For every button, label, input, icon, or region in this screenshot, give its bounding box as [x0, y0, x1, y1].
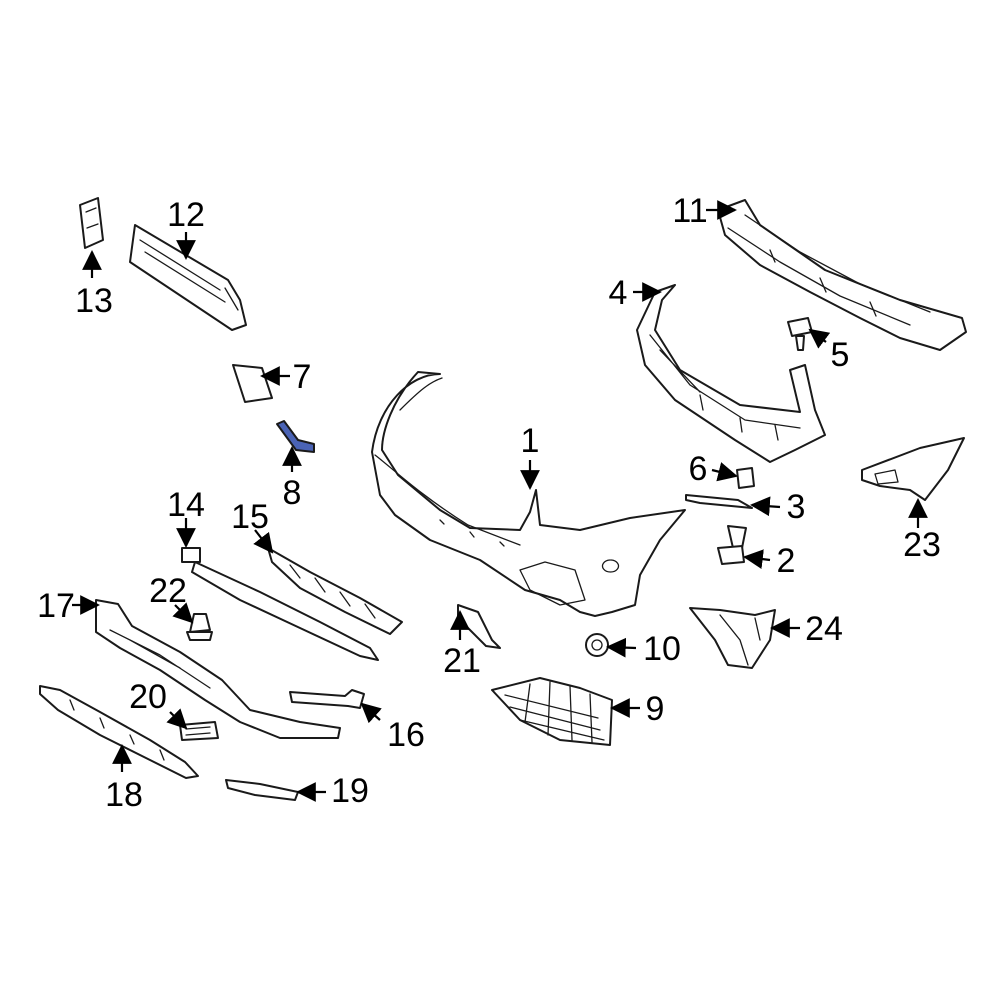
callout-24: 24 [805, 610, 843, 648]
part-23-side-bracket[interactable] [861, 437, 965, 501]
part-8-bracket-highlighted[interactable] [276, 420, 315, 453]
callout-15: 15 [231, 498, 269, 536]
callout-4: 4 [609, 274, 628, 312]
callout-16: 16 [387, 716, 425, 754]
callout-7: 7 [293, 358, 312, 396]
part-6-clip-nut[interactable] [736, 467, 755, 489]
part-14-lower-trim-strip[interactable] [181, 547, 379, 661]
part-3-trim-strip[interactable] [685, 494, 753, 509]
part-9-grille[interactable] [491, 677, 613, 746]
callout-numbers: 1 2 3 4 5 6 7 8 9 10 11 12 13 14 15 16 1… [37, 192, 941, 814]
callout-5: 5 [831, 336, 850, 374]
callout-23: 23 [903, 526, 941, 564]
part-4-support-rail[interactable] [636, 284, 826, 463]
part-2-push-rivet[interactable] [717, 525, 747, 565]
callout-6: 6 [689, 450, 708, 488]
callout-12: 12 [167, 196, 205, 234]
part-15-lower-grille-strip[interactable] [267, 547, 403, 635]
callout-22: 22 [149, 572, 187, 610]
callout-1: 1 [521, 422, 540, 460]
part-19-lower-trim[interactable] [225, 779, 299, 801]
part-13-bracket[interactable] [79, 197, 104, 249]
part-5-bolt[interactable] [787, 317, 813, 351]
callout-18: 18 [105, 776, 143, 814]
callout-2: 2 [777, 542, 796, 580]
callout-19: 19 [331, 772, 369, 810]
part-22-clip[interactable] [186, 613, 213, 641]
part-12-license-plate-bracket[interactable] [129, 224, 247, 331]
leader-lines [72, 200, 928, 802]
part-11-impact-absorber[interactable] [717, 199, 967, 351]
callout-21: 21 [443, 642, 481, 680]
part-10-sensor[interactable] [585, 633, 609, 657]
callout-17: 17 [37, 587, 75, 625]
callout-8: 8 [283, 474, 302, 512]
part-20-clip-plate[interactable] [179, 721, 219, 741]
part-1-bumper-cover[interactable] [371, 371, 686, 617]
callout-13: 13 [75, 282, 113, 320]
part-16-bracket[interactable] [289, 689, 365, 709]
part-24-side-deflector[interactable] [689, 607, 776, 669]
callout-11: 11 [672, 192, 707, 230]
part-7-tow-hook-cover[interactable] [232, 364, 273, 403]
part-18-lower-guard[interactable] [39, 685, 199, 779]
callout-20: 20 [129, 678, 167, 716]
callout-10: 10 [643, 630, 681, 668]
callout-14: 14 [167, 486, 205, 524]
callout-9: 9 [646, 690, 665, 728]
callout-3: 3 [787, 488, 806, 526]
part-17-spoiler[interactable] [95, 599, 341, 739]
